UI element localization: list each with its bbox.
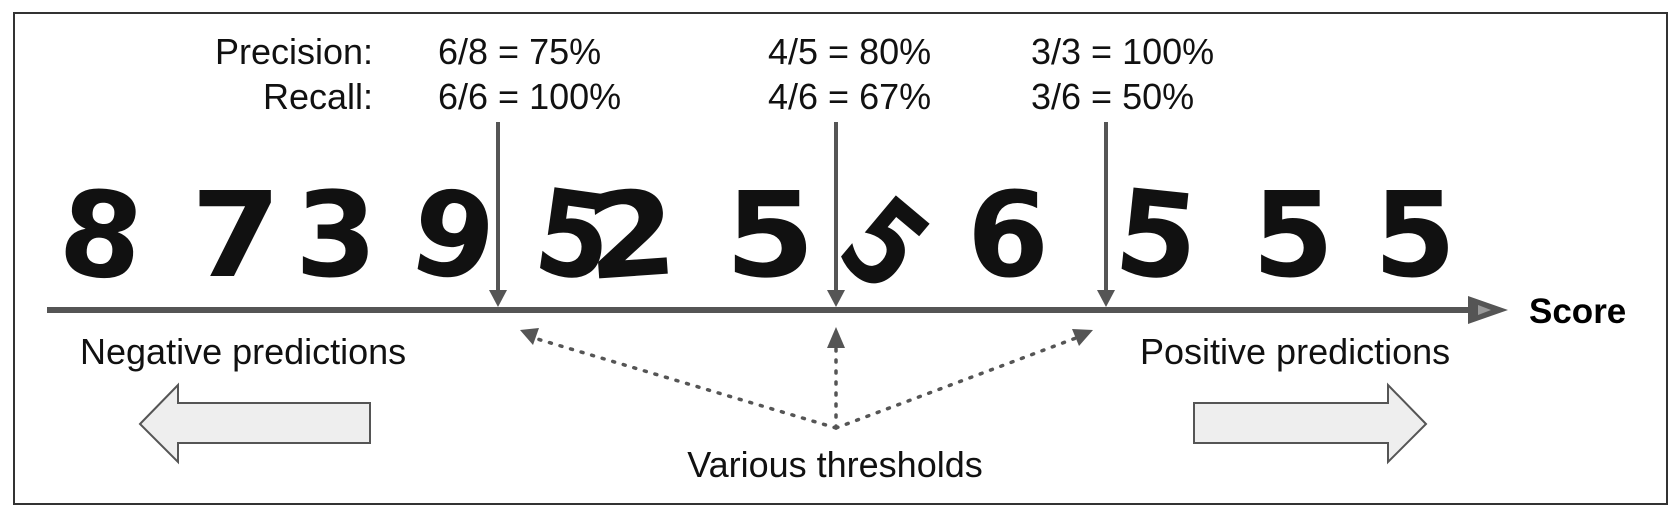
pointer-left — [532, 336, 838, 430]
negative-direction-arrow — [138, 382, 371, 465]
threshold-3-recall: 3/6 = 50% — [1031, 76, 1194, 117]
digit-12: 5 — [1374, 166, 1456, 304]
recall-row-label: Recall: — [263, 76, 373, 117]
threshold-3-arrowhead — [1097, 290, 1115, 307]
threshold-pointers — [532, 336, 1078, 430]
threshold-1-arrowhead — [489, 290, 507, 307]
threshold-markers — [489, 122, 1115, 307]
digit-2: 7 — [191, 168, 281, 305]
negative-predictions-label: Negative predictions — [80, 331, 406, 372]
digit-6: 2 — [581, 165, 681, 308]
pointer-right-arrowhead — [1072, 329, 1093, 346]
pointer-right — [834, 336, 1078, 430]
threshold-1-recall: 6/6 = 100% — [438, 76, 621, 117]
digit-3: 3 — [295, 166, 377, 304]
positive-predictions-label: Positive predictions — [1140, 331, 1450, 372]
threshold-1-precision: 6/8 = 75% — [438, 31, 601, 72]
digit-1: 8 — [53, 162, 149, 308]
threshold-2-recall: 4/6 = 67% — [768, 76, 931, 117]
various-thresholds-label: Various thresholds — [687, 444, 983, 485]
threshold-2-precision: 4/5 = 80% — [768, 31, 931, 72]
score-axis-label: Score — [1529, 292, 1626, 331]
digit-10: 5 — [1109, 162, 1205, 308]
precision-row-label: Precision: — [215, 31, 373, 72]
pointer-left-arrowhead — [520, 328, 539, 345]
threshold-2-arrowhead — [827, 290, 845, 307]
digit-7: 5 — [725, 168, 815, 305]
digit-9: 6 — [967, 166, 1049, 304]
pointer-center-arrowhead — [827, 327, 845, 348]
positive-direction-arrow — [1193, 382, 1428, 465]
digit-11: 5 — [1252, 166, 1334, 304]
score-axis-arrowhead-inner — [1478, 305, 1491, 315]
threshold-3-precision: 3/3 = 100% — [1031, 31, 1214, 72]
